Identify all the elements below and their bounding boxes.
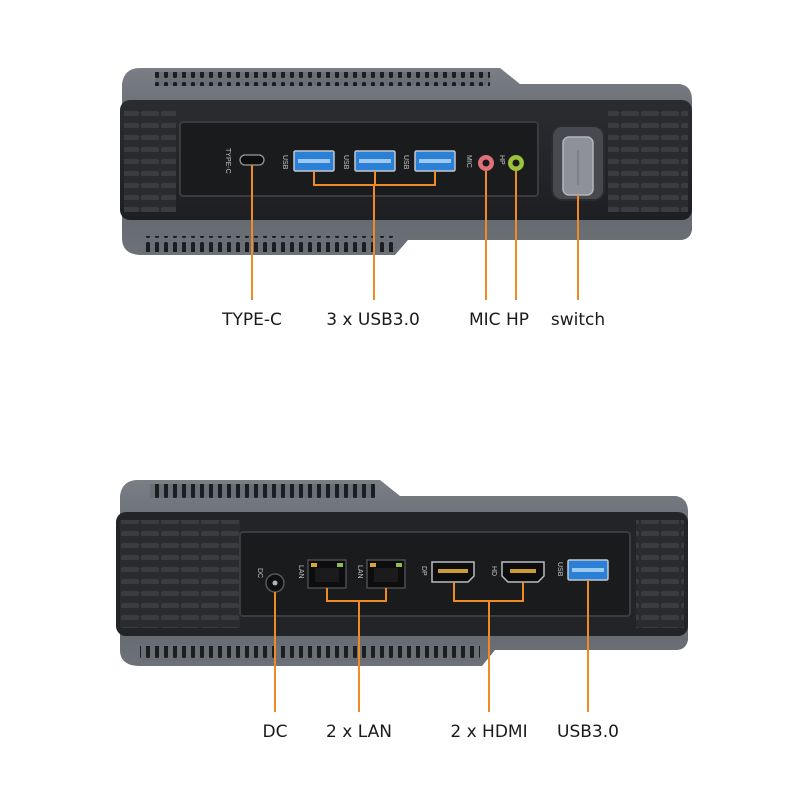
leader-hp <box>515 171 517 300</box>
leader-lan-bracket-left <box>326 588 328 602</box>
leader-usb-bracket-mid <box>374 171 376 186</box>
hd-port-text: HD <box>490 566 497 577</box>
label-usb: 3 x USB3.0 <box>326 310 420 330</box>
leader-usb-rear <box>587 580 589 712</box>
label-dc: DC <box>262 722 288 742</box>
leader-lan-bracket-right <box>385 588 387 602</box>
mic-port-text: MIC <box>465 155 472 168</box>
hp-port-text: HP <box>498 155 505 165</box>
label-mic-hp: MIC HP <box>469 310 529 330</box>
label-switch: switch <box>550 310 606 330</box>
label-type-c: TYPE-C <box>222 310 282 330</box>
leader-dc <box>274 592 276 712</box>
leader-lan-bracket-bar <box>326 600 387 602</box>
lan-port-text-2: LAN <box>356 565 363 579</box>
leader-hdmi-bracket-left <box>453 582 455 602</box>
leader-switch <box>577 195 579 300</box>
type-c-port-text: TYPE-C <box>224 148 231 174</box>
leader-usb <box>373 184 375 300</box>
usb-port-text-1: USB <box>281 155 288 170</box>
leader-type-c <box>251 165 253 300</box>
dp-port-text: DP <box>420 566 427 576</box>
usb-rear-port-text: USB <box>556 562 563 577</box>
usb-port-text-2: USB <box>342 155 349 170</box>
leader-mic <box>485 171 487 300</box>
usb-port-text-3: USB <box>402 155 409 170</box>
label-lan: 2 x LAN <box>326 722 392 742</box>
leader-hdmi-bracket-right <box>522 582 524 602</box>
leader-hdmi <box>488 600 490 712</box>
label-usb-rear: USB3.0 <box>557 722 619 742</box>
dc-port-text: DC <box>256 568 263 579</box>
label-hdmi: 2 x HDMI <box>450 722 528 742</box>
leader-lan <box>358 600 360 712</box>
lan-port-text-1: LAN <box>297 565 304 579</box>
leader-usb-bracket-left <box>313 171 315 186</box>
leader-usb-bracket-right <box>434 171 436 186</box>
